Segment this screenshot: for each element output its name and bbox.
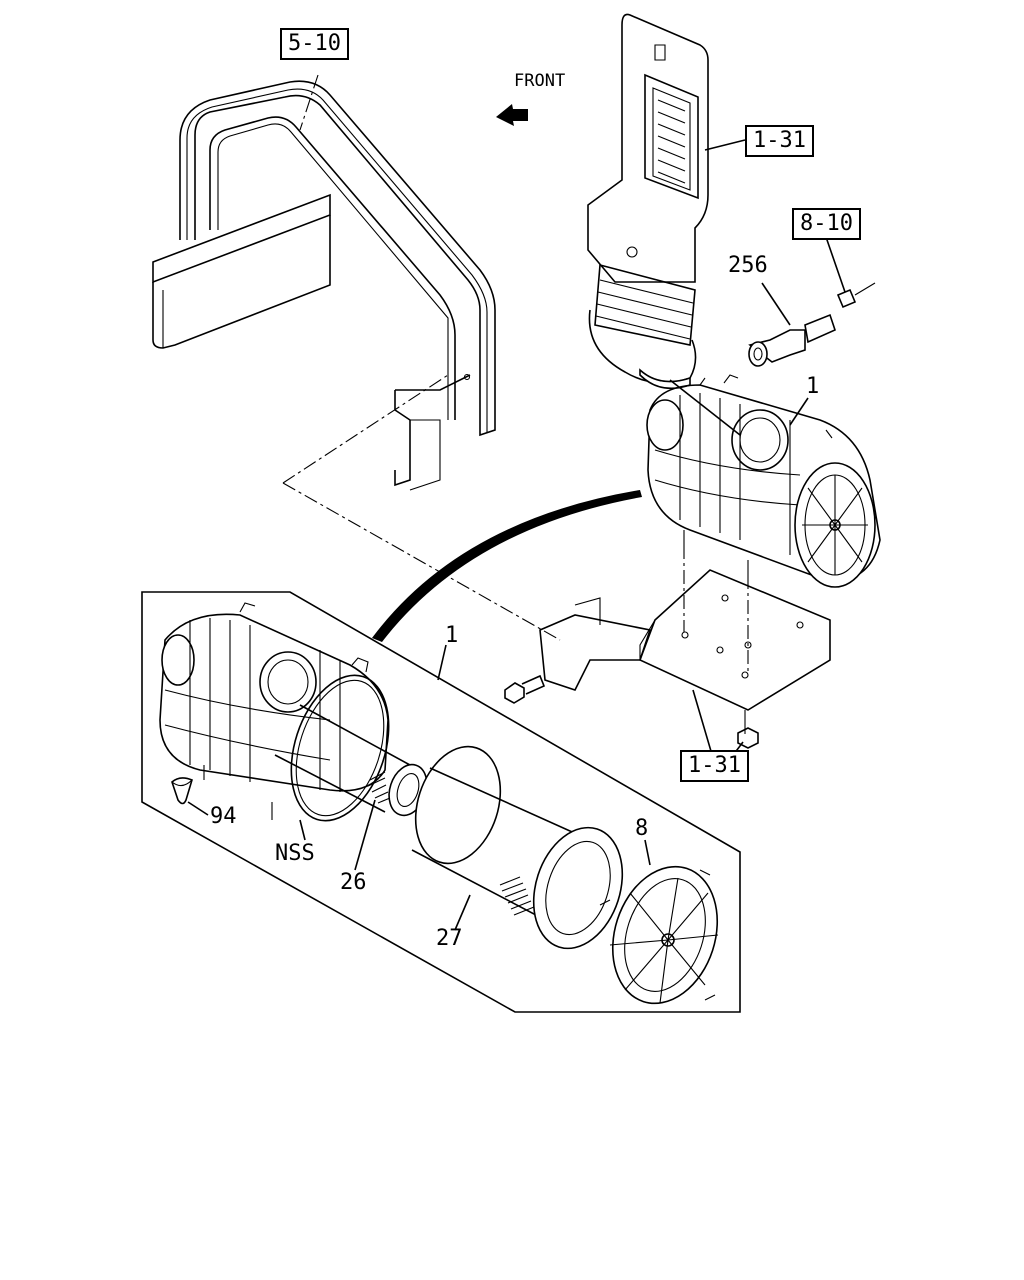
drain-valve-leader	[187, 801, 209, 816]
outer-element-leader	[454, 894, 471, 931]
front-label: FRONT	[514, 71, 566, 91]
detail-arrow	[372, 490, 642, 642]
restriction-sensor	[748, 282, 876, 367]
duct-ref-box: 1-31	[745, 125, 814, 157]
sensor-ref-box: 8-10	[792, 208, 861, 240]
seal-ring	[290, 674, 390, 822]
assembly-detail-callout: 1	[445, 623, 459, 648]
drain-valve-callout: 94	[210, 804, 237, 829]
detail-frame	[141, 591, 741, 1013]
outer-element	[411, 745, 624, 950]
nss-callout: NSS	[275, 841, 315, 866]
sensor-ref-leader	[825, 236, 846, 293]
drain-valve	[171, 777, 193, 805]
bracket-bolt	[504, 674, 546, 704]
nss-leader	[299, 819, 306, 841]
assembly-top-callout: 1	[806, 374, 820, 399]
projection-line-2	[282, 482, 561, 641]
intake-duct	[587, 13, 709, 390]
projection-line-1	[282, 374, 449, 484]
frame-ref-box: 5-10	[280, 28, 349, 60]
detail-assembly-leader	[437, 644, 447, 681]
sensor-leader	[761, 282, 791, 326]
frame-leader	[299, 74, 319, 131]
bracket-ref-box: 1-31	[680, 750, 749, 782]
air-cleaner-housing	[159, 602, 389, 820]
top-assembly-leader	[789, 397, 809, 426]
sensor-callout: 256	[728, 253, 768, 278]
mounting-bracket	[539, 569, 831, 720]
inner-element-leader	[354, 799, 376, 871]
air-cleaner-assembly-top	[646, 374, 881, 588]
duct-to-cleaner-leader	[669, 379, 741, 436]
cleaner-cover	[599, 865, 719, 1005]
bracket-nut	[737, 727, 759, 749]
outer-element-callout: 27	[436, 926, 463, 951]
front-arrow-icon	[496, 104, 528, 126]
duct-ref-leader	[704, 139, 746, 151]
frame-member	[152, 80, 496, 491]
cover-callout: 8	[635, 816, 649, 841]
inner-element-callout: 26	[340, 870, 367, 895]
cover-leader	[644, 839, 651, 866]
